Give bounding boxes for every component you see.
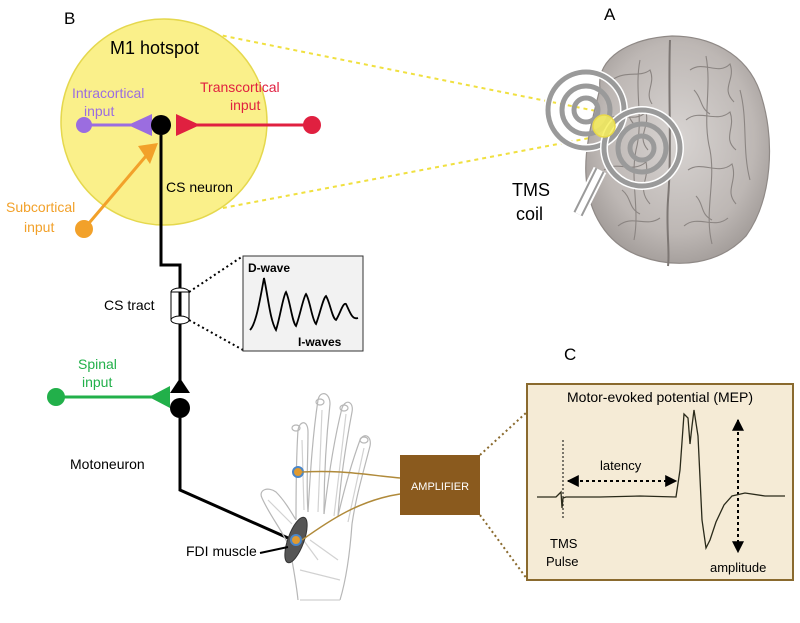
tms-pulse-label: TMS Pulse — [546, 536, 581, 569]
subcortical-input-line — [82, 155, 148, 230]
fdi-recording-electrode — [290, 534, 302, 546]
spinal-input-label: Spinal input — [78, 356, 121, 390]
transcortical-label: Transcortical input — [200, 79, 284, 113]
electrode-lead-2 — [301, 493, 401, 541]
hotspot-title: M1 hotspot — [110, 38, 199, 58]
latency-label: latency — [600, 458, 642, 473]
electrode-lead-1 — [301, 470, 401, 479]
amplifier-box — [400, 455, 480, 515]
cs-neuron-label: CS neuron — [166, 179, 233, 195]
d-wave-label: D-wave — [248, 261, 290, 275]
tract-zoom-line-top — [188, 255, 244, 293]
panel-label-b: B — [64, 9, 75, 28]
tms-coil-label: TMS coil — [512, 180, 555, 224]
corticospinal-volley-trace — [249, 277, 359, 333]
transcortical-synapse — [176, 114, 200, 136]
spinal-synapse — [149, 386, 170, 408]
fdi-muscle-pointer — [259, 546, 289, 554]
amplitude-label: amplitude — [710, 560, 766, 575]
coil-hotspot-marker — [592, 114, 616, 138]
cs-neuron-soma — [151, 115, 171, 135]
motoneuron-axon — [178, 418, 289, 540]
i-waves-label: I-waves — [298, 335, 342, 349]
panel-label-c: C — [564, 345, 576, 364]
panel-label-a: A — [604, 5, 616, 24]
intracortical-label: Intracortical input — [72, 85, 148, 119]
mep-zoom-line-bottom — [479, 514, 528, 580]
cs-tract-label: CS tract — [104, 297, 155, 313]
cs-axon-terminal — [170, 378, 190, 393]
mep-zoom-line-top — [479, 411, 528, 456]
motoneuron-label: Motoneuron — [70, 456, 145, 472]
mep-trace — [537, 409, 785, 551]
projection-line-top — [159, 22, 607, 114]
amplifier-label: AMPLIFIER — [411, 481, 469, 493]
tms-coil — [544, 68, 684, 218]
reference-electrode — [292, 466, 304, 478]
fdi-muscle-label: FDI muscle — [186, 543, 257, 559]
motoneuron-soma — [170, 398, 190, 418]
mep-title: Motor-evoked potential (MEP) — [567, 389, 753, 405]
projection-line-bottom — [159, 135, 601, 221]
intracortical-synapse — [128, 114, 152, 136]
hand-skeleton-illustration — [260, 393, 371, 601]
tract-zoom-line-bottom — [188, 319, 244, 351]
subcortical-synapse — [138, 143, 158, 164]
subcortical-label: Subcortical input — [6, 199, 79, 235]
